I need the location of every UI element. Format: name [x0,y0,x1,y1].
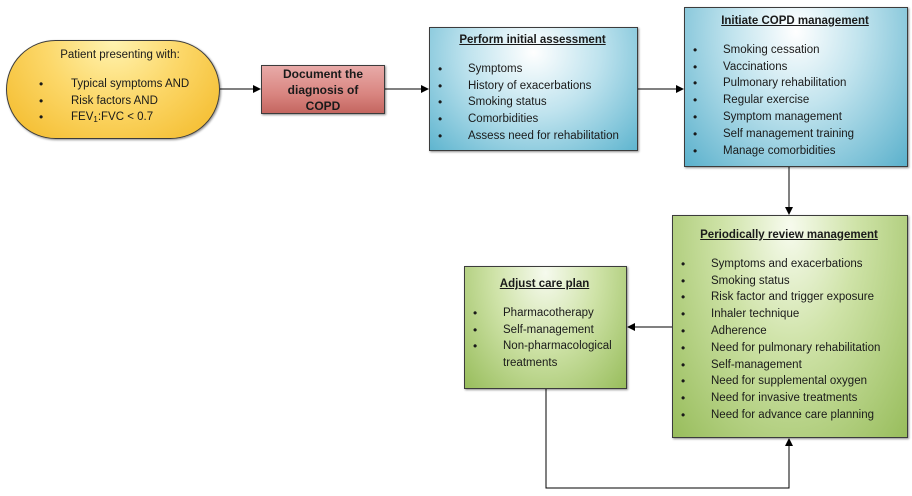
list-item: Need for pulmonary rehabilitation [677,340,901,357]
patient-node-title: Patient presenting with: [60,49,180,61]
initiate-management-node: Initiate COPD management Smoking cessati… [684,7,908,167]
fev-subscript: 1 [93,115,98,125]
list-item: Symptom management [689,109,901,126]
list-item: Pulmonary rehabilitation [689,75,901,92]
list-item: Smoking status [677,273,901,290]
list-item: Regular exercise [689,92,901,109]
adjust-node-title: Adjust care plan [499,278,590,290]
document-node-label: Document the diagnosis of COPD [282,66,367,113]
list-item: Adherence [677,323,901,340]
edge-adjust-to-review [545,389,793,489]
patient-presenting-node: Patient presenting with: Typical symptom… [6,40,220,139]
fev-ratio: :FVC < 0.7 [97,111,154,124]
list-item: Typical symptoms AND [35,76,205,93]
assessment-list: Symptoms History of exacerbations Smokin… [434,61,631,145]
list-item: Need for invasive treatments [677,390,901,407]
list-item: Need for supplemental oxygen [677,373,901,390]
list-item: Non-pharmacological treatments [469,338,620,372]
list-item: FEV1:FVC < 0.7 [35,109,205,129]
list-item: Pharmacotherapy [469,305,620,322]
list-item: Symptoms [434,61,631,78]
list-item: Symptoms and exacerbations [677,256,901,273]
document-diagnosis-node: Document the diagnosis of COPD [261,65,385,114]
list-item: Risk factor and trigger exposure [677,289,901,306]
list-item: Self-management [469,322,620,339]
initiate-node-title: Initiate COPD management [721,15,869,27]
list-item: Comorbidities [434,111,631,128]
list-item: Smoking status [434,94,631,111]
initial-assessment-node: Perform initial assessment Symptoms Hist… [429,27,638,151]
assessment-node-title: Perform initial assessment [459,34,606,46]
initiate-list: Smoking cessation Vaccinations Pulmonary… [689,42,901,160]
fev-label: FEV [71,111,94,124]
list-item: History of exacerbations [434,78,631,95]
list-item: Self management training [689,126,901,143]
list-item: Risk factors AND [35,93,205,110]
list-item: Need for advance care planning [677,407,901,424]
list-item: Inhaler technique [677,306,901,323]
review-node-title: Periodically review management [700,229,878,241]
list-item: Vaccinations [689,59,901,76]
list-item: Manage comorbidities [689,143,901,160]
list-item: Self-management [677,357,901,374]
patient-criteria-list: Typical symptoms AND Risk factors AND FE… [35,76,205,129]
list-item: Smoking cessation [689,42,901,59]
review-management-node: Periodically review management Symptoms … [672,215,908,438]
adjust-list: Pharmacotherapy Self-management Non-phar… [469,305,620,372]
adjust-care-plan-node: Adjust care plan Pharmacotherapy Self-ma… [464,266,627,389]
list-item: Assess need for rehabilitation [434,128,631,145]
review-list: Symptoms and exacerbations Smoking statu… [677,256,901,424]
